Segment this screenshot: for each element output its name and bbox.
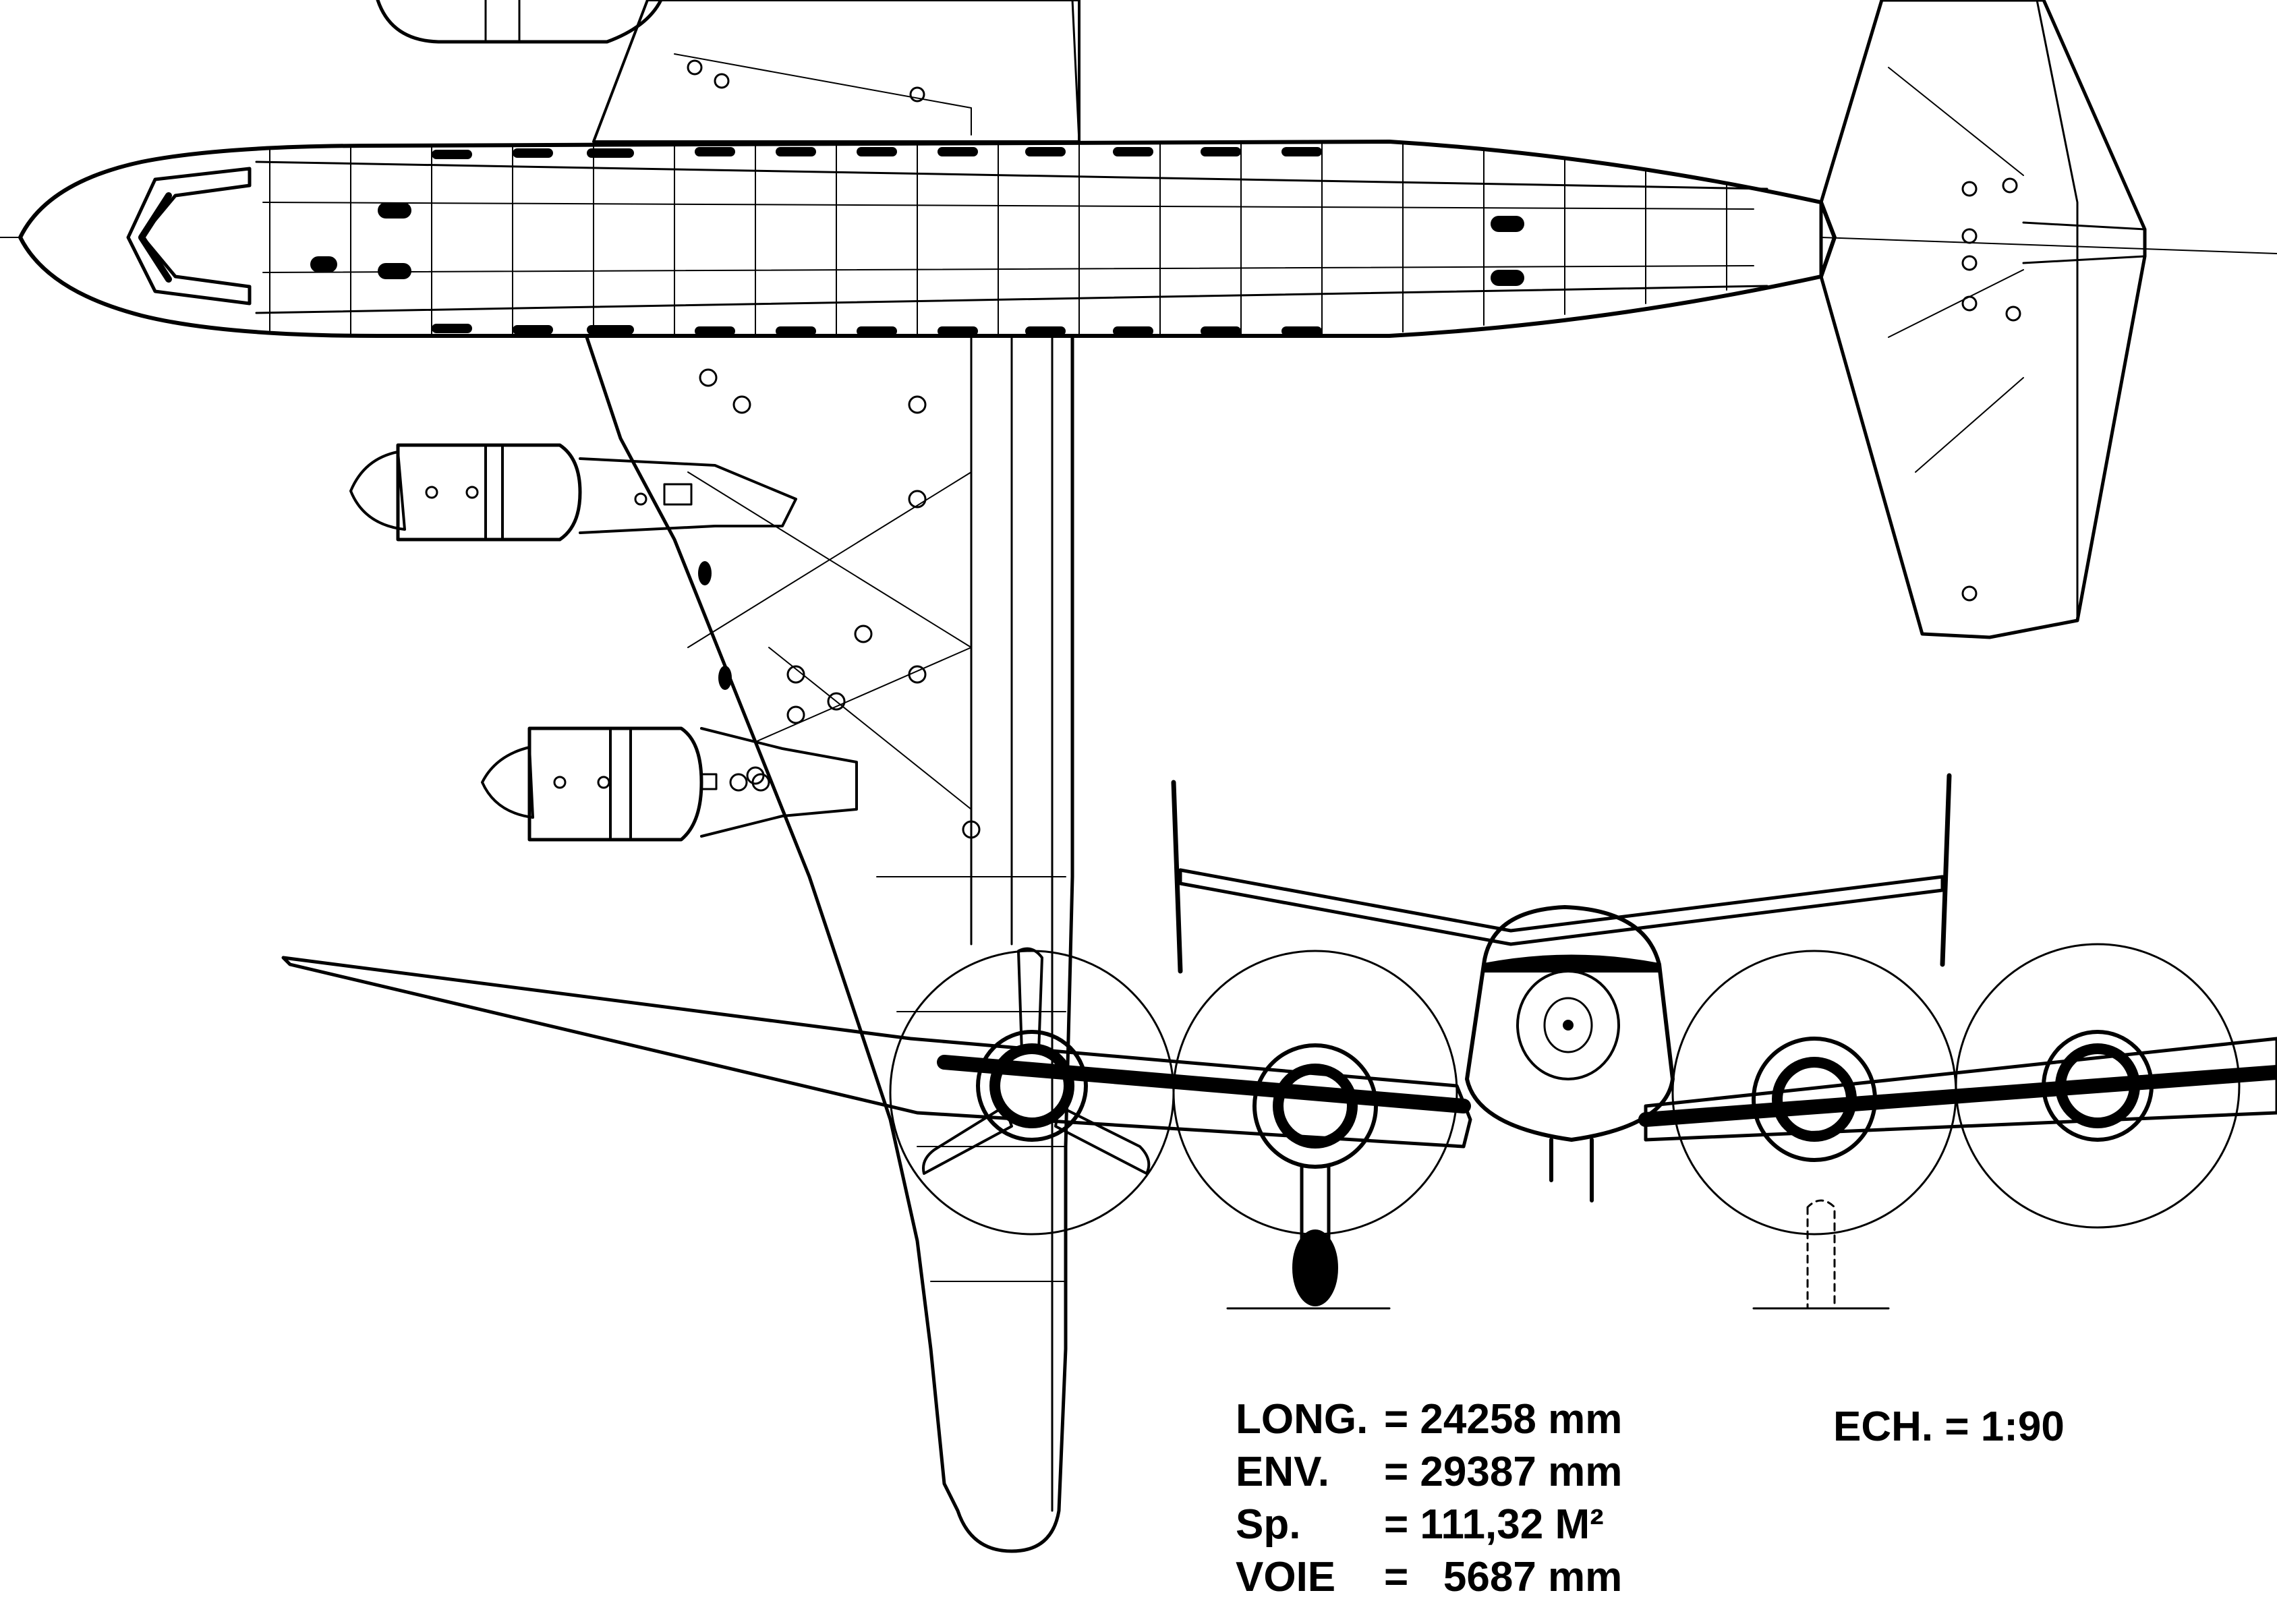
engine-nacelle-4 bbox=[481, 726, 858, 842]
dimension-span: ENV. = 29387 mm bbox=[1236, 1446, 1622, 1499]
lower-wing bbox=[585, 335, 1074, 1553]
dimension-label: LONG. bbox=[1236, 1396, 1368, 1443]
fuselage-top bbox=[0, 140, 2277, 338]
dimension-label: Sp. bbox=[1236, 1501, 1301, 1548]
upper-wing bbox=[376, 0, 1080, 143]
dimension-value: = 111,32 M² bbox=[1384, 1501, 1604, 1548]
top-view bbox=[0, 0, 2277, 1553]
scale-label: ECH. = 1:90 bbox=[1833, 1403, 2065, 1450]
dimension-value: = 24258 mm bbox=[1384, 1396, 1623, 1443]
dimension-value: = 5687 mm bbox=[1384, 1554, 1623, 1600]
tail-plane bbox=[1819, 0, 2147, 639]
dimension-area: Sp. = 111,32 M² bbox=[1236, 1499, 1622, 1551]
dimension-track: VOIE = 5687 mm bbox=[1236, 1551, 1622, 1604]
front-view bbox=[281, 773, 2277, 1310]
dimension-label: VOIE bbox=[1236, 1554, 1336, 1600]
engine-nacelle-3 bbox=[349, 443, 797, 542]
dimension-label: ENV. bbox=[1236, 1449, 1330, 1495]
dimension-length: LONG. = 24258 mm bbox=[1236, 1393, 1622, 1446]
dimensions-table: LONG. = 24258 mm ENV. = 29387 mm Sp. = 1… bbox=[1236, 1393, 1622, 1604]
dimension-value: = 29387 mm bbox=[1384, 1449, 1623, 1495]
